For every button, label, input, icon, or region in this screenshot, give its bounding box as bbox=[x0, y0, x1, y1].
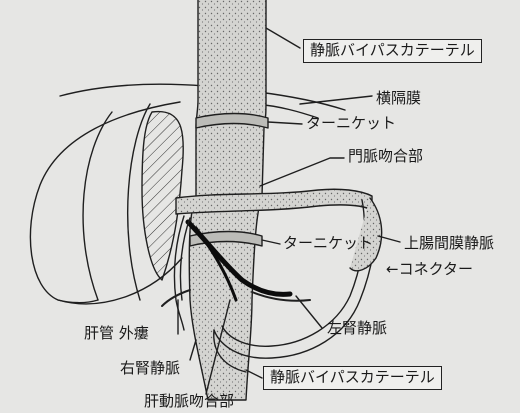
leader-bypass-top bbox=[266, 28, 300, 48]
leader-diaphragm bbox=[300, 96, 372, 104]
label-diaphragm: 横隔膜 bbox=[376, 91, 421, 106]
label-hepatic-artery-anastomosis: 肝動脈吻合部 bbox=[144, 394, 234, 409]
bile-duct-tube bbox=[174, 216, 184, 330]
label-left-renal-vein: 左腎静脈 bbox=[327, 321, 387, 336]
leader-bypass-bottom bbox=[246, 370, 262, 378]
label-portal-anastomosis: 門脈吻合部 bbox=[348, 149, 423, 164]
label-tourniquet-lower: ターニケット bbox=[283, 236, 373, 251]
leader-portal bbox=[260, 158, 344, 186]
leader-tourniquet-upper bbox=[268, 122, 302, 124]
label-bile-duct-drain: 肝管 外瘻 bbox=[84, 326, 149, 341]
label-connector: ←コネクター bbox=[386, 262, 473, 277]
label-bypass-catheter-top: 静脈バイパスカテーテル bbox=[303, 39, 482, 63]
label-superior-mesenteric-vein: 上腸間膜静脈 bbox=[404, 236, 494, 251]
label-bypass-catheter-bottom: 静脈バイパスカテーテル bbox=[263, 366, 442, 390]
label-right-renal-vein: 右腎静脈 bbox=[120, 361, 180, 376]
leader-right-renal bbox=[190, 340, 196, 360]
liver-hatched-region bbox=[142, 112, 183, 280]
leader-tourniquet-lower bbox=[262, 240, 280, 244]
label-tourniquet-upper: ターニケット bbox=[306, 116, 396, 131]
liver-lobe-line-1 bbox=[83, 112, 112, 300]
